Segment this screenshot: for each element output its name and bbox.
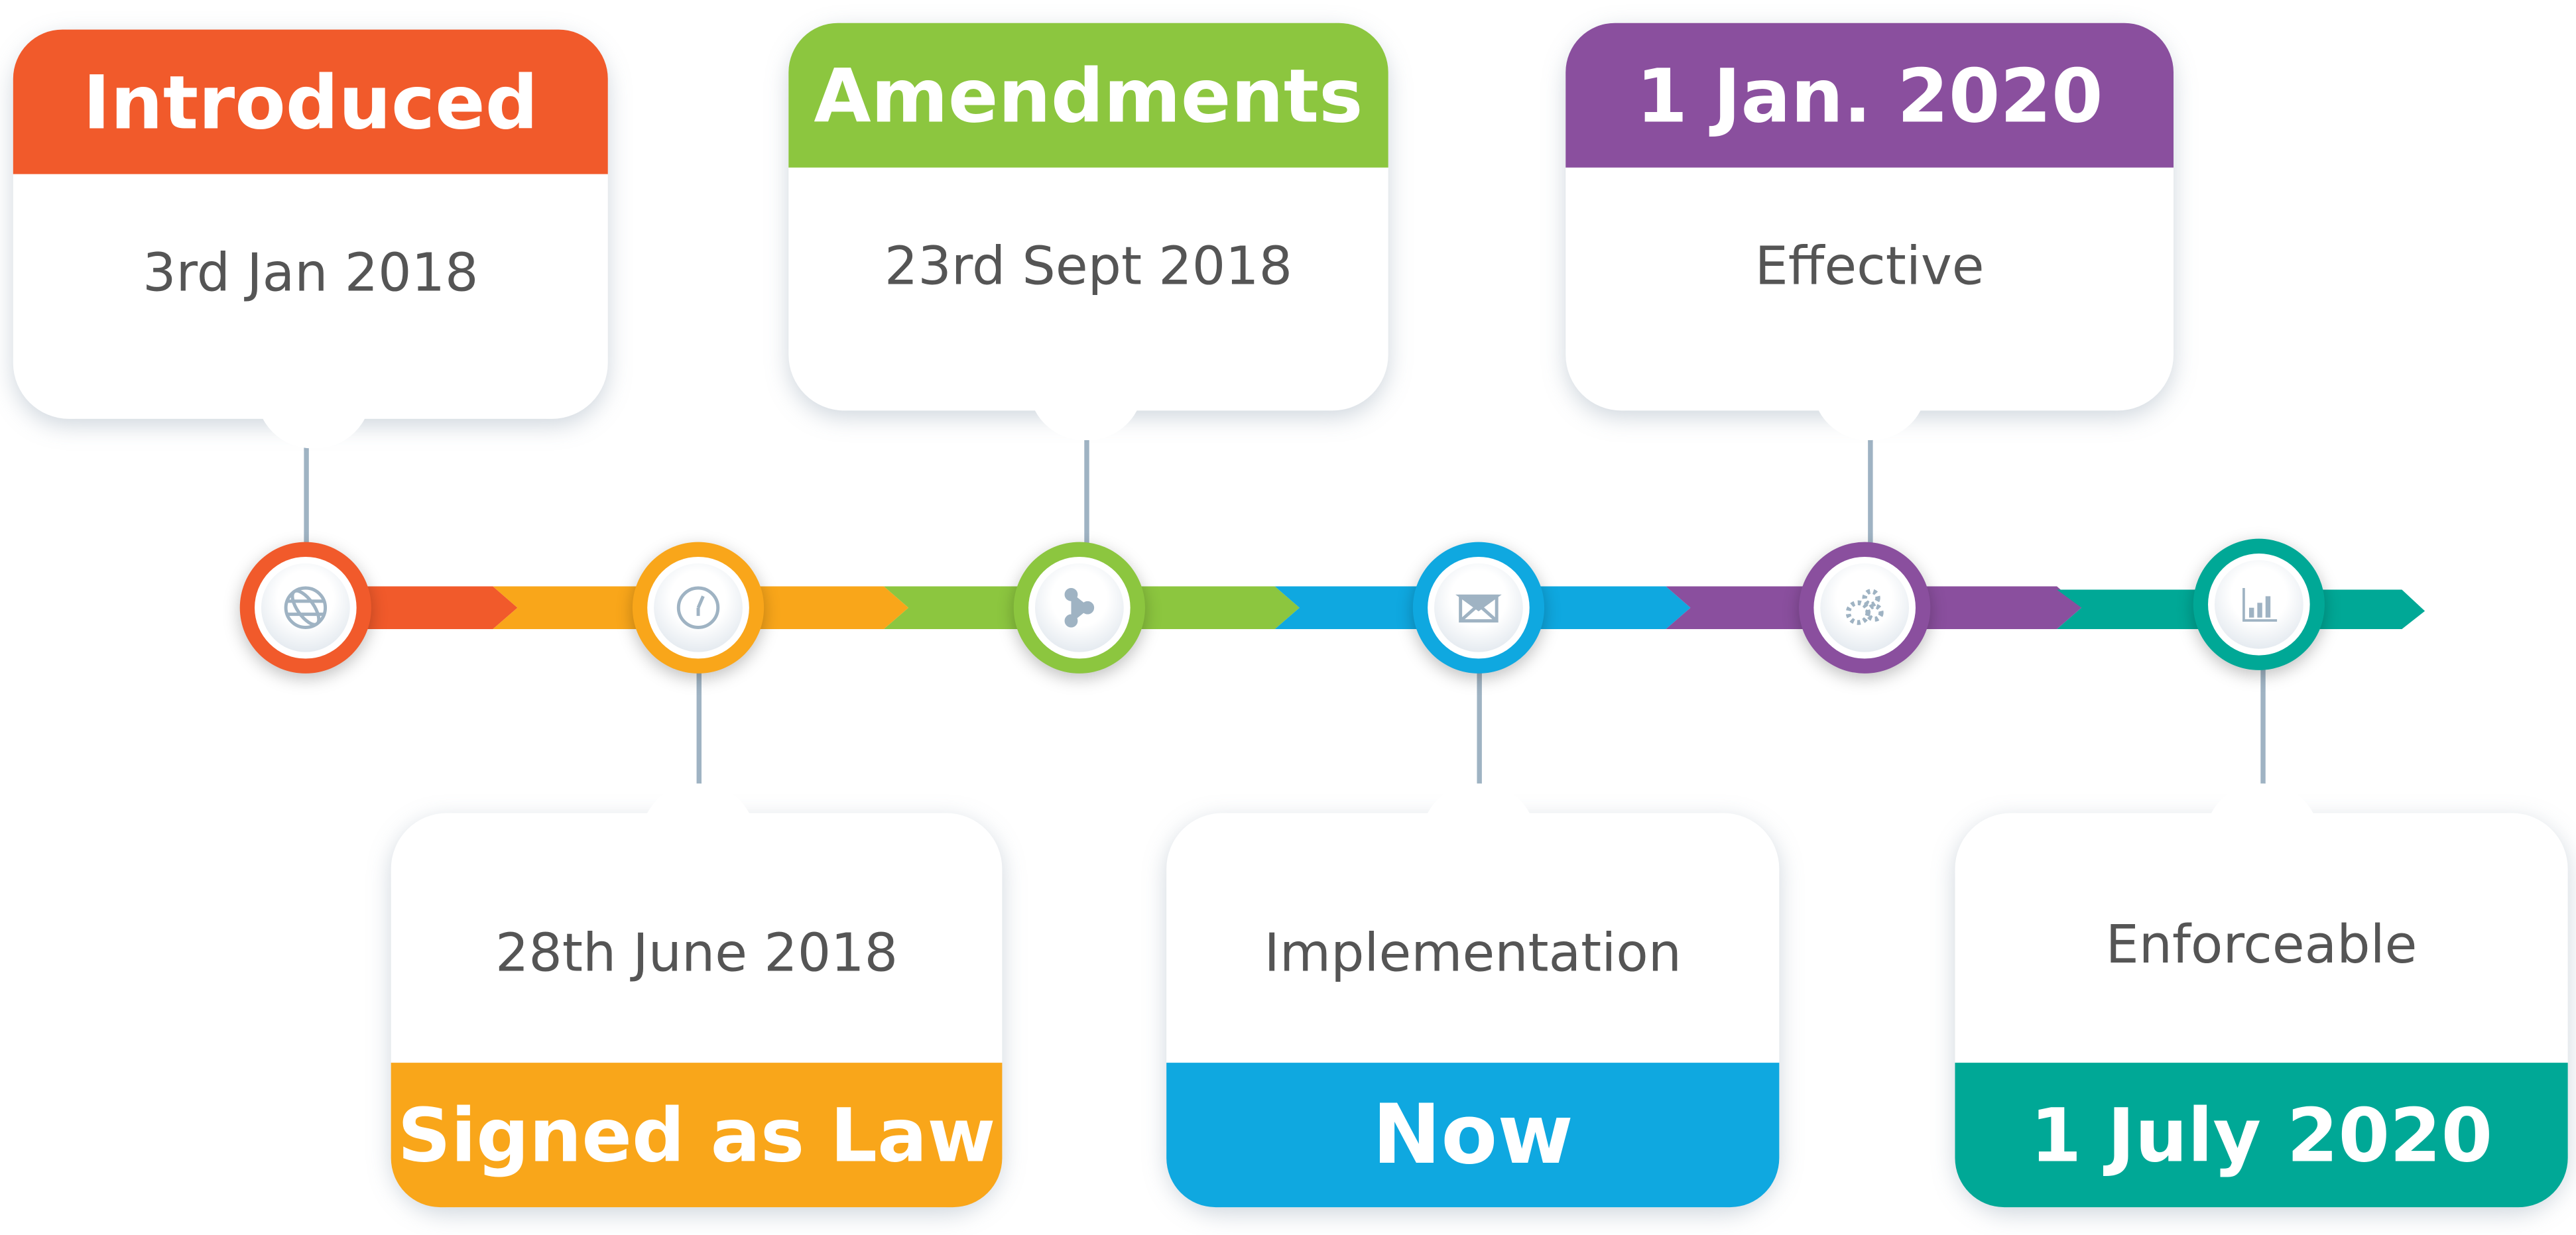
connector bbox=[1868, 434, 1873, 546]
bar-chart-icon bbox=[2242, 588, 2278, 622]
gears-icon bbox=[1845, 589, 1884, 625]
milestone-node-introduced bbox=[239, 542, 371, 674]
connector bbox=[304, 440, 309, 546]
clock-icon bbox=[676, 586, 720, 629]
milestone-card-effective: 1 Jan. 2020 Effective bbox=[1565, 23, 2174, 441]
milestone-card-amendments: Amendments 23rd Sept 2018 bbox=[788, 23, 1388, 441]
milestone-detail: 3rd Jan 2018 bbox=[143, 241, 479, 304]
milestone-title: Introduced bbox=[13, 29, 608, 174]
milestone-detail: Enforceable bbox=[2105, 913, 2418, 976]
milestone-node-amendments bbox=[1013, 542, 1145, 674]
connector bbox=[696, 670, 702, 786]
milestone-card-enforceable: Enforceable 1 July 2020 bbox=[1955, 783, 2568, 1208]
milestone-title: 1 July 2020 bbox=[1955, 1063, 2568, 1208]
share-icon bbox=[1064, 588, 1095, 628]
envelope-icon bbox=[1455, 594, 1502, 623]
milestone-title: Now bbox=[1166, 1063, 1780, 1208]
milestone-title: Amendments bbox=[788, 23, 1388, 168]
milestone-detail: 23rd Sept 2018 bbox=[884, 235, 1293, 298]
milestone-node-signed bbox=[632, 542, 765, 674]
milestone-detail: 28th June 2018 bbox=[495, 921, 898, 984]
connector bbox=[2260, 666, 2266, 786]
connector bbox=[1477, 670, 1482, 786]
milestone-node-enforceable bbox=[2193, 538, 2325, 670]
milestone-card-signed: 28th June 2018 Signed as Law bbox=[391, 783, 1003, 1208]
milestone-node-effective bbox=[1799, 542, 1931, 674]
milestone-card-introduced: Introduced 3rd Jan 2018 bbox=[13, 29, 608, 449]
milestone-node-now bbox=[1412, 542, 1545, 674]
globe-icon bbox=[284, 586, 328, 629]
milestone-title: Signed as Law bbox=[391, 1063, 1003, 1208]
milestone-card-now: Implementation Now bbox=[1166, 783, 1780, 1208]
milestone-detail: Implementation bbox=[1264, 921, 1682, 984]
connector bbox=[1084, 434, 1089, 546]
milestone-detail: Effective bbox=[1754, 235, 1985, 298]
milestone-title: 1 Jan. 2020 bbox=[1565, 23, 2174, 168]
